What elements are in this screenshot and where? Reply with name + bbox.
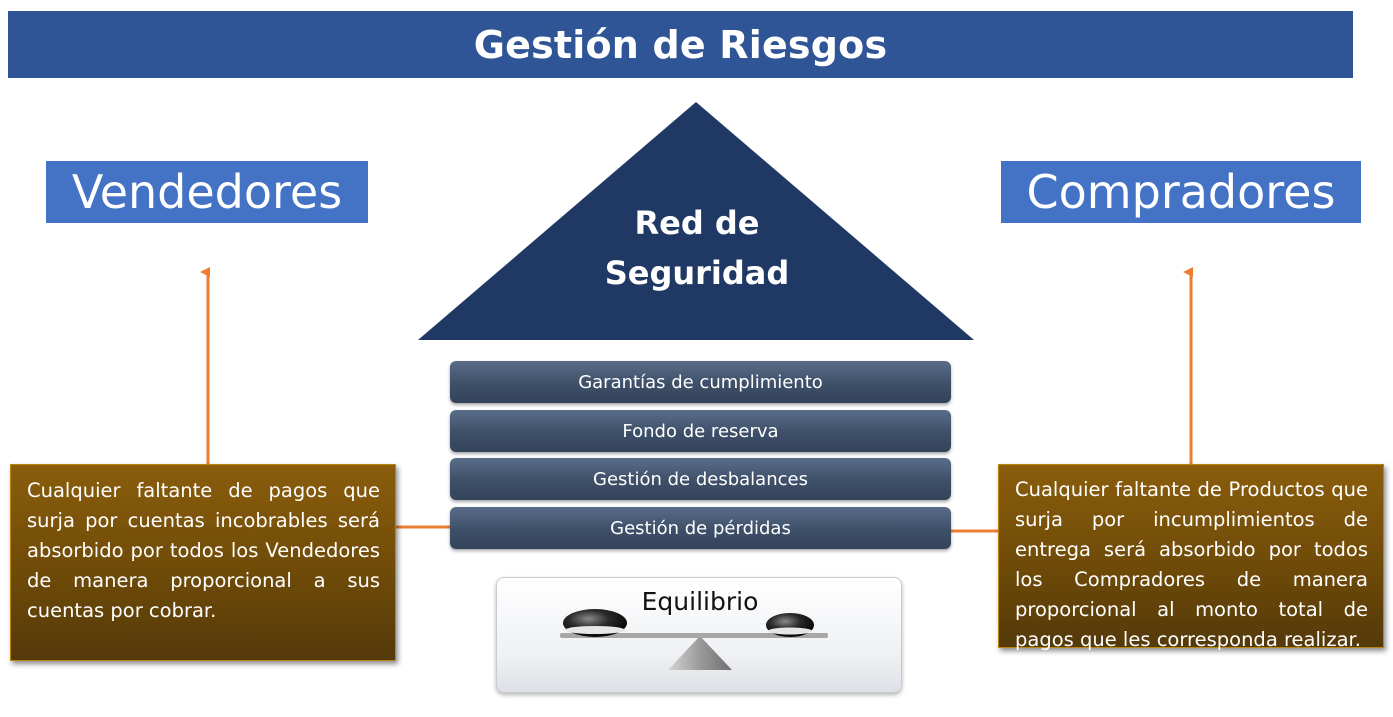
layer-desbalances: Gestión de desbalances xyxy=(450,458,951,500)
vendedores-label: Vendedores xyxy=(46,161,368,223)
compradores-label: Compradores xyxy=(1001,161,1361,223)
compradores-note: Cualquier faltante de Productos que surj… xyxy=(998,464,1384,651)
triangle-label-line1: Red de xyxy=(634,204,760,242)
page-title: Gestión de Riesgos xyxy=(8,11,1353,78)
safety-net-triangle xyxy=(418,102,974,340)
layer-garantias: Garantías de cumplimiento xyxy=(450,361,951,403)
equilibrium-label: Equilibrio xyxy=(641,587,759,616)
vendedores-note: Cualquier faltante de pagos que surja po… xyxy=(10,464,396,661)
balance-scale-icon xyxy=(560,609,828,670)
layer-perdidas: Gestión de pérdidas xyxy=(450,507,951,549)
triangle-label: Red de Seguridad xyxy=(560,198,834,298)
layer-fondo-reserva: Fondo de reserva xyxy=(450,410,951,452)
triangle-label-line2: Seguridad xyxy=(604,254,790,292)
